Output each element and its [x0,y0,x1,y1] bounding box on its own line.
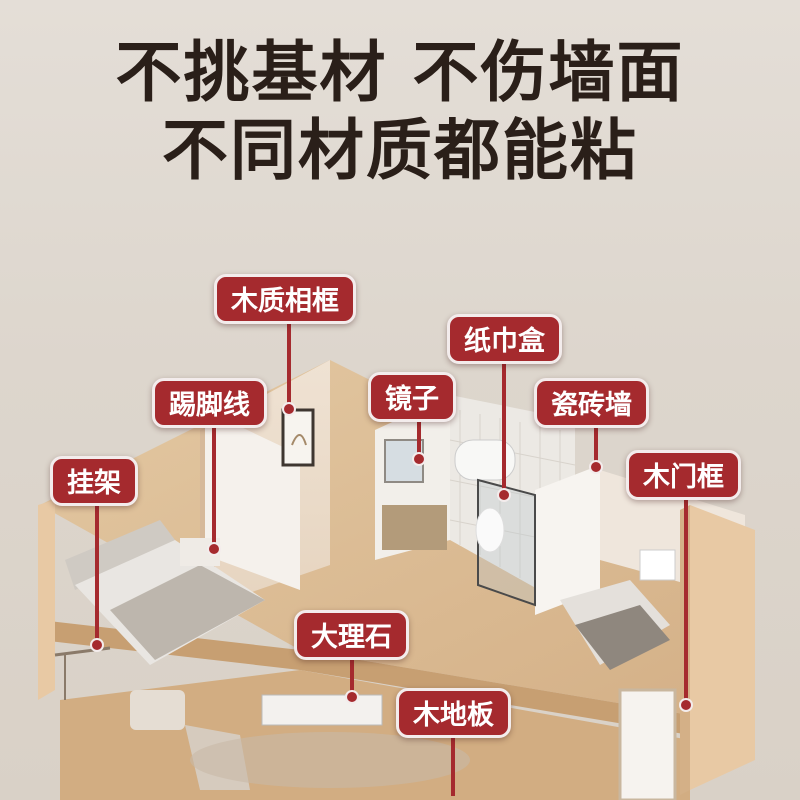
wall-frame [281,408,315,467]
pin-tissue-box [502,362,506,492]
pin-dot-mirror [412,452,426,466]
left-outer-wall [38,500,55,700]
tag-marble: 大理石 [294,610,409,660]
sofa [130,690,185,730]
pin-dot-baseboard [207,542,221,556]
tag-wood-floor: 木地板 [396,688,511,738]
rug [190,732,470,788]
pin-door-frame [684,498,688,702]
pin-marble [350,658,354,694]
door [618,688,677,800]
bed-headboard [65,520,175,590]
pin-baseboard [212,426,216,546]
pin-dot-wood-frame [282,402,296,416]
headline-line-2: 不同材质都能粘 [162,112,638,189]
headline-line-1: 不挑基材 不伤墙面 [115,34,685,111]
right-bed-blanket [575,605,670,670]
bed-blanket [110,565,265,660]
pin-dot-tissue-box [497,488,511,502]
window [639,549,676,581]
coffee-table [261,694,383,726]
tag-tile-wall: 瓷砖墙 [534,378,649,428]
right-outer-wall [690,505,755,790]
tag-door-frame: 木门框 [626,450,741,500]
pin-hanger [95,504,99,642]
pin-dot-marble [345,690,359,704]
bath-partition [535,465,600,615]
tag-mirror: 镜子 [368,372,456,422]
vanity [382,505,447,550]
pin-mirror [417,420,421,456]
tag-baseboard: 踢脚线 [152,378,267,428]
pin-wood-frame [287,322,291,406]
pin-dot-tile-wall [589,460,603,474]
tag-tissue-box: 纸巾盒 [447,314,562,364]
water-heater [454,439,516,481]
tag-wood-frame: 木质相框 [214,274,356,324]
pin-dot-hanger [90,638,104,652]
pin-wood-floor [451,736,455,796]
toilet [475,507,505,553]
pin-dot-door-frame [679,698,693,712]
partition-wall [205,410,300,590]
tag-hanger: 挂架 [50,456,138,506]
pin-tile-wall [594,426,598,464]
